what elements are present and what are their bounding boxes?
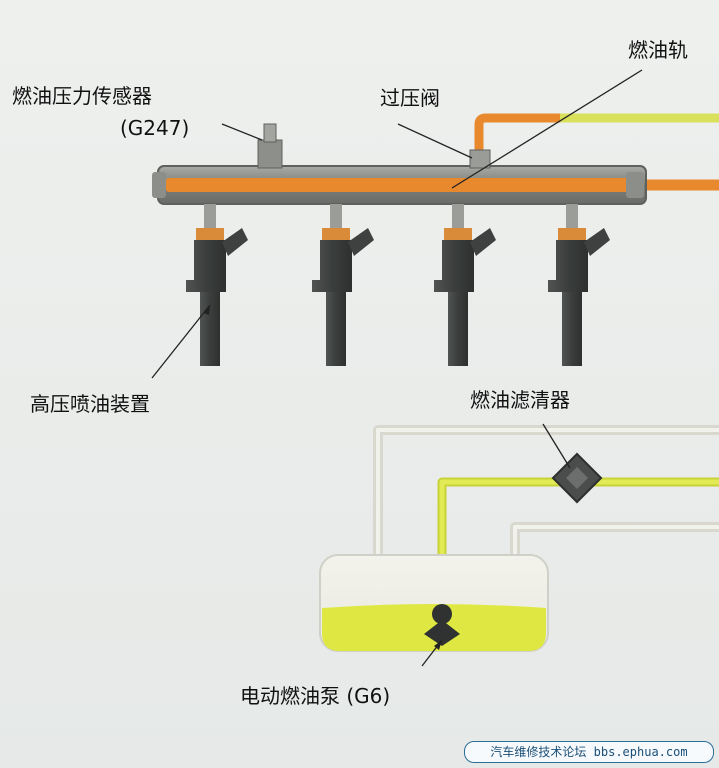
label-injectors: 高压喷油装置 bbox=[30, 392, 150, 416]
leader-filter bbox=[542, 423, 571, 469]
label-pressure-sensor: 燃油压力传感器 bbox=[12, 84, 152, 108]
return-line-upper bbox=[373, 425, 719, 560]
overpressure-valve bbox=[469, 149, 491, 169]
injector-1 bbox=[186, 204, 248, 366]
injector-4 bbox=[548, 204, 610, 366]
return-lines-inner bbox=[376, 428, 719, 560]
injector-3 bbox=[434, 204, 496, 366]
label-fuel-filter: 燃油滤清器 bbox=[470, 388, 570, 412]
leader-fuel-rail bbox=[451, 69, 643, 189]
label-pressure-sensor-code: (G247) bbox=[120, 116, 190, 140]
leader-injector bbox=[151, 304, 211, 379]
overpressure-return-line bbox=[474, 113, 719, 160]
fuel-rail bbox=[152, 165, 647, 205]
pressure-sensor bbox=[257, 123, 283, 169]
return-lines bbox=[373, 425, 719, 560]
leader-pressure-sensor bbox=[221, 123, 263, 141]
label-overpressure-valve: 过压阀 bbox=[380, 86, 440, 110]
leader-arrowheads bbox=[203, 305, 442, 650]
leader-overpressure-valve bbox=[397, 123, 473, 159]
electric-pump bbox=[424, 604, 460, 646]
forum-watermark: 汽车维修技术论坛 bbs.ephua.com bbox=[464, 741, 714, 763]
label-electric-pump: 电动燃油泵 (G6) bbox=[240, 684, 391, 708]
return-line-lower bbox=[510, 522, 719, 560]
fuel-filter bbox=[551, 452, 603, 504]
label-fuel-rail: 燃油轨 bbox=[628, 38, 688, 62]
injector-2 bbox=[312, 204, 374, 366]
